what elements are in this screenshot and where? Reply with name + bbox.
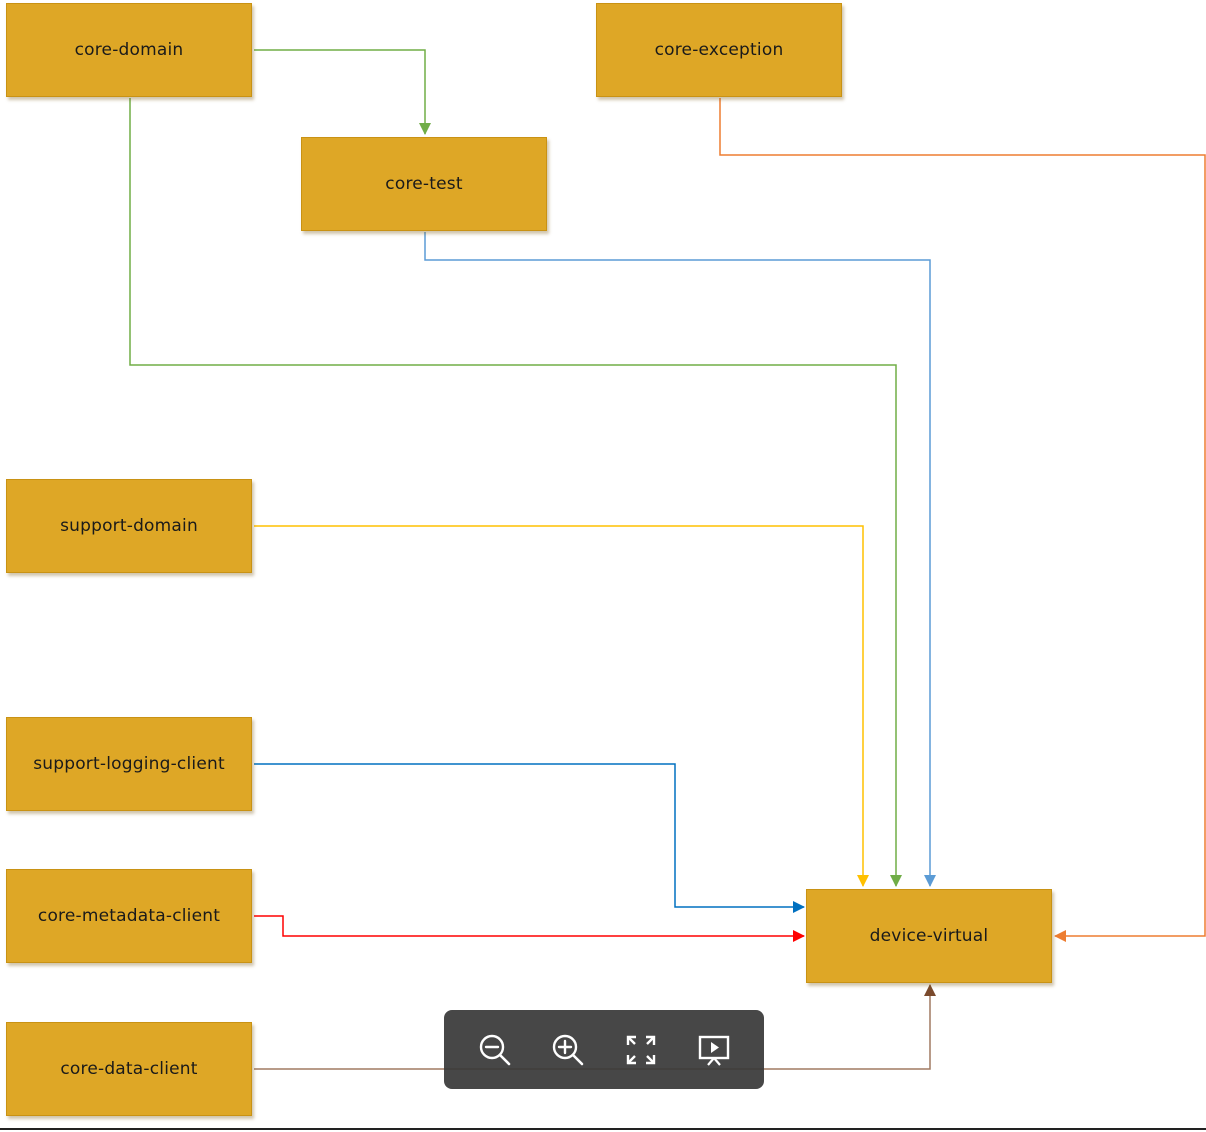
node-label: core-metadata-client bbox=[37, 906, 221, 926]
viewer-toolbar bbox=[444, 1010, 764, 1089]
zoom-out-button[interactable] bbox=[467, 1022, 523, 1078]
edge-core-domain-to-device-virtual bbox=[129, 98, 902, 887]
edge-core-domain-to-core-test bbox=[254, 49, 431, 135]
edge-core-metadata-client-to-device-virtual bbox=[254, 915, 805, 942]
node-label: support-domain bbox=[60, 516, 198, 536]
node-core-domain: core-domain bbox=[6, 3, 252, 97]
node-device-virtual: device-virtual bbox=[806, 889, 1052, 983]
zoom-in-button[interactable] bbox=[540, 1022, 596, 1078]
node-label: core-domain bbox=[74, 40, 184, 60]
edge-core-test-to-device-virtual bbox=[424, 232, 936, 887]
edge-core-exception-to-device-virtual bbox=[719, 98, 1206, 942]
slideshow-icon bbox=[698, 1035, 729, 1066]
zoom-in-icon bbox=[552, 1034, 583, 1065]
node-label: support-logging-client bbox=[33, 754, 225, 774]
edge-support-logging-client-to-device-virtual bbox=[254, 763, 805, 913]
node-label: core-exception bbox=[654, 40, 784, 60]
node-label: core-test bbox=[385, 174, 463, 194]
node-label: core-data-client bbox=[60, 1059, 198, 1079]
fullscreen-button[interactable] bbox=[613, 1022, 669, 1078]
node-core-test: core-test bbox=[301, 137, 547, 231]
node-core-data-client: core-data-client bbox=[6, 1022, 252, 1116]
node-support-logging-client: support-logging-client bbox=[6, 717, 252, 811]
edge-support-domain-to-device-virtual bbox=[254, 525, 869, 887]
node-support-domain: support-domain bbox=[6, 479, 252, 573]
node-core-metadata-client: core-metadata-client bbox=[6, 869, 252, 963]
bottom-divider bbox=[0, 1128, 1206, 1130]
fullscreen-icon bbox=[626, 1035, 655, 1064]
slideshow-button[interactable] bbox=[686, 1022, 742, 1078]
zoom-out-icon bbox=[479, 1034, 510, 1065]
node-core-exception: core-exception bbox=[596, 3, 842, 97]
node-label: device-virtual bbox=[869, 926, 989, 946]
